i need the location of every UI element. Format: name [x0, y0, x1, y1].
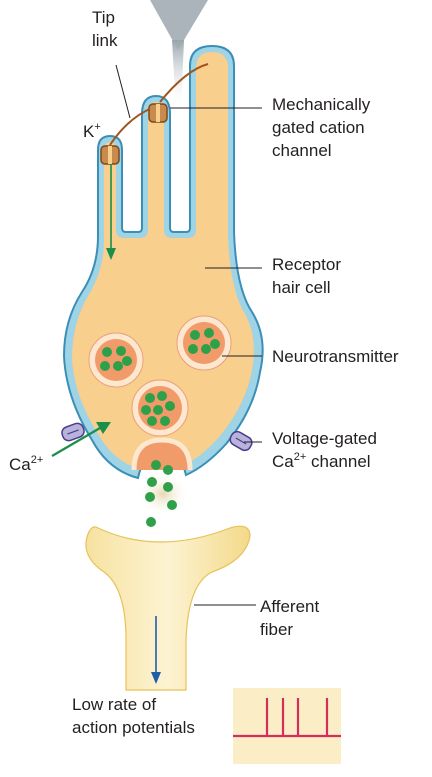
label-afferent-fiber: Afferent fiber	[260, 597, 324, 639]
vesicle	[177, 316, 231, 370]
synaptic-cleft	[137, 472, 189, 527]
label-neurotransmitter: Neurotransmitter	[272, 347, 399, 366]
label-potassium: K+	[83, 121, 101, 141]
action-potential-trace	[233, 688, 341, 764]
channel-icon	[149, 104, 167, 122]
channel-icon	[101, 146, 119, 164]
label-calcium: Ca2+	[9, 454, 43, 474]
label-tip-link: Tip link	[92, 8, 120, 50]
label-receptor-hair-cell: Receptor hair cell	[272, 255, 346, 297]
afferent-fiber	[86, 526, 250, 690]
label-low-rate: Low rate of action potentials	[72, 695, 195, 737]
vesicle	[89, 333, 143, 387]
label-voltage-gated-channel: Voltage-gated Ca2+ channel	[272, 429, 382, 471]
vesicle	[132, 380, 188, 436]
fusing-vesicle	[134, 440, 190, 475]
label-mechanically-gated-channel: Mechanically gated cation channel	[272, 95, 375, 160]
